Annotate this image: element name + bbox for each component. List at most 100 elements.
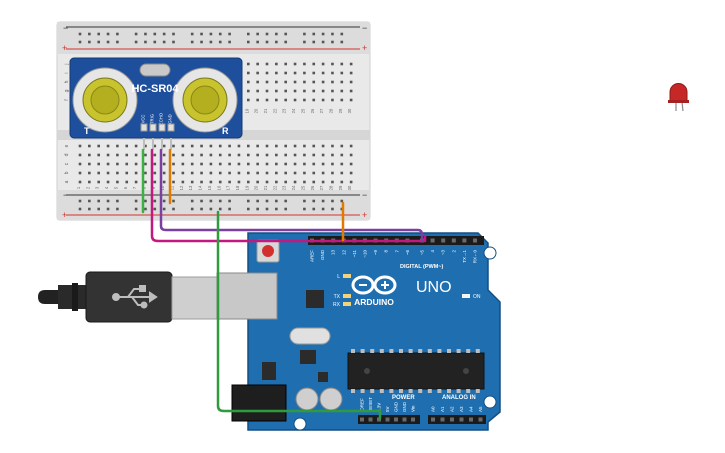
breadboard-hole[interactable] (200, 162, 203, 166)
breadboard-hole[interactable] (321, 153, 325, 157)
breadboard-hole[interactable] (78, 144, 82, 148)
power-pin-socket[interactable] (377, 417, 381, 422)
breadboard-hole[interactable] (97, 153, 100, 157)
breadboard-hole[interactable] (153, 180, 157, 184)
breadboard-hole[interactable] (209, 180, 213, 184)
breadboard-hole[interactable] (247, 162, 250, 166)
rail-hole[interactable] (97, 40, 100, 44)
breadboard-hole[interactable] (275, 80, 278, 84)
rail-hole[interactable] (88, 40, 91, 44)
power-pin-socket[interactable] (411, 417, 415, 422)
rail-hole[interactable] (172, 40, 175, 44)
breadboard-hole[interactable] (321, 98, 325, 102)
rail-hole[interactable] (284, 32, 287, 36)
breadboard-hole[interactable] (312, 89, 316, 93)
breadboard-hole[interactable] (97, 144, 100, 148)
breadboard-hole[interactable] (275, 89, 278, 93)
breadboard-hole[interactable] (265, 162, 269, 166)
breadboard-hole[interactable] (340, 98, 344, 102)
breadboard-hole[interactable] (284, 80, 287, 84)
breadboard-hole[interactable] (181, 180, 185, 184)
breadboard-hole[interactable] (237, 153, 241, 157)
breadboard-hole[interactable] (172, 144, 175, 148)
breadboard-hole[interactable] (116, 180, 119, 184)
breadboard-hole[interactable] (172, 162, 175, 166)
breadboard-hole[interactable] (265, 144, 269, 148)
breadboard-hole[interactable] (247, 180, 250, 184)
rail-hole[interactable] (190, 32, 194, 36)
breadboard-hole[interactable] (312, 80, 316, 84)
rail-hole[interactable] (218, 32, 222, 36)
breadboard-hole[interactable] (116, 171, 119, 175)
breadboard-hole[interactable] (190, 153, 194, 157)
breadboard-hole[interactable] (321, 162, 325, 166)
breadboard-hole[interactable] (349, 62, 353, 66)
breadboard-hole[interactable] (340, 153, 344, 157)
breadboard-hole[interactable] (340, 144, 344, 148)
breadboard-hole[interactable] (172, 153, 175, 157)
breadboard-hole[interactable] (303, 162, 306, 166)
breadboard-hole[interactable] (340, 162, 344, 166)
wires[interactable] (141, 148, 427, 420)
breadboard-hole[interactable] (144, 171, 147, 175)
breadboard-hole[interactable] (265, 180, 269, 184)
rail-hole[interactable] (88, 199, 91, 203)
rail-hole[interactable] (303, 199, 306, 203)
power-pin-socket[interactable] (402, 417, 407, 422)
breadboard-hole[interactable] (247, 89, 250, 93)
breadboard-hole[interactable] (172, 180, 175, 184)
rail-hole[interactable] (78, 40, 82, 44)
breadboard-hole[interactable] (153, 144, 157, 148)
breadboard-hole[interactable] (88, 153, 91, 157)
breadboard-hole[interactable] (303, 171, 306, 175)
breadboard-hole[interactable] (331, 98, 334, 102)
breadboard-hole[interactable] (247, 171, 250, 175)
breadboard-hole[interactable] (134, 171, 138, 175)
breadboard-hole[interactable] (181, 153, 185, 157)
sensor-pin[interactable] (140, 123, 148, 132)
rail-hole[interactable] (162, 32, 166, 36)
breadboard-hole[interactable] (144, 180, 147, 184)
breadboard-hole[interactable] (303, 62, 306, 66)
breadboard-hole[interactable] (293, 62, 297, 66)
breadboard-hole[interactable] (349, 162, 353, 166)
rail-hole[interactable] (97, 207, 100, 211)
breadboard-hole[interactable] (237, 144, 241, 148)
breadboard-hole[interactable] (331, 62, 334, 66)
breadboard-hole[interactable] (88, 180, 91, 184)
breadboard-hole[interactable] (200, 153, 203, 157)
breadboard-hole[interactable] (349, 153, 353, 157)
rail-hole[interactable] (172, 207, 175, 211)
breadboard-hole[interactable] (349, 144, 353, 148)
breadboard-hole[interactable] (340, 80, 344, 84)
breadboard-hole[interactable] (228, 171, 231, 175)
analog-pin-socket[interactable] (478, 417, 483, 422)
rail-hole[interactable] (116, 40, 119, 44)
breadboard-hole[interactable] (284, 144, 287, 148)
breadboard-hole[interactable] (125, 162, 129, 166)
breadboard-hole[interactable] (247, 98, 250, 102)
breadboard-hole[interactable] (293, 89, 297, 93)
rail-hole[interactable] (256, 32, 259, 36)
reset-button-cap[interactable] (262, 245, 274, 257)
breadboard-hole[interactable] (125, 153, 129, 157)
rail-hole[interactable] (331, 40, 334, 44)
breadboard-hole[interactable] (162, 180, 166, 184)
digital-pin-socket[interactable] (473, 238, 477, 243)
rail-hole[interactable] (97, 199, 100, 203)
rail-hole[interactable] (303, 207, 306, 211)
sensor-pin[interactable] (167, 123, 175, 132)
rail-hole[interactable] (321, 32, 325, 36)
breadboard-hole[interactable] (106, 153, 110, 157)
breadboard-hole[interactable] (209, 162, 213, 166)
breadboard-hole[interactable] (293, 71, 297, 75)
rail-hole[interactable] (247, 207, 250, 211)
rail-hole[interactable] (312, 32, 316, 36)
breadboard-hole[interactable] (106, 162, 110, 166)
breadboard-hole[interactable] (312, 144, 316, 148)
breadboard-hole[interactable] (349, 171, 353, 175)
breadboard-hole[interactable] (256, 162, 259, 166)
digital-pin-socket[interactable] (430, 238, 435, 243)
rail-hole[interactable] (284, 199, 287, 203)
breadboard-hole[interactable] (200, 180, 203, 184)
